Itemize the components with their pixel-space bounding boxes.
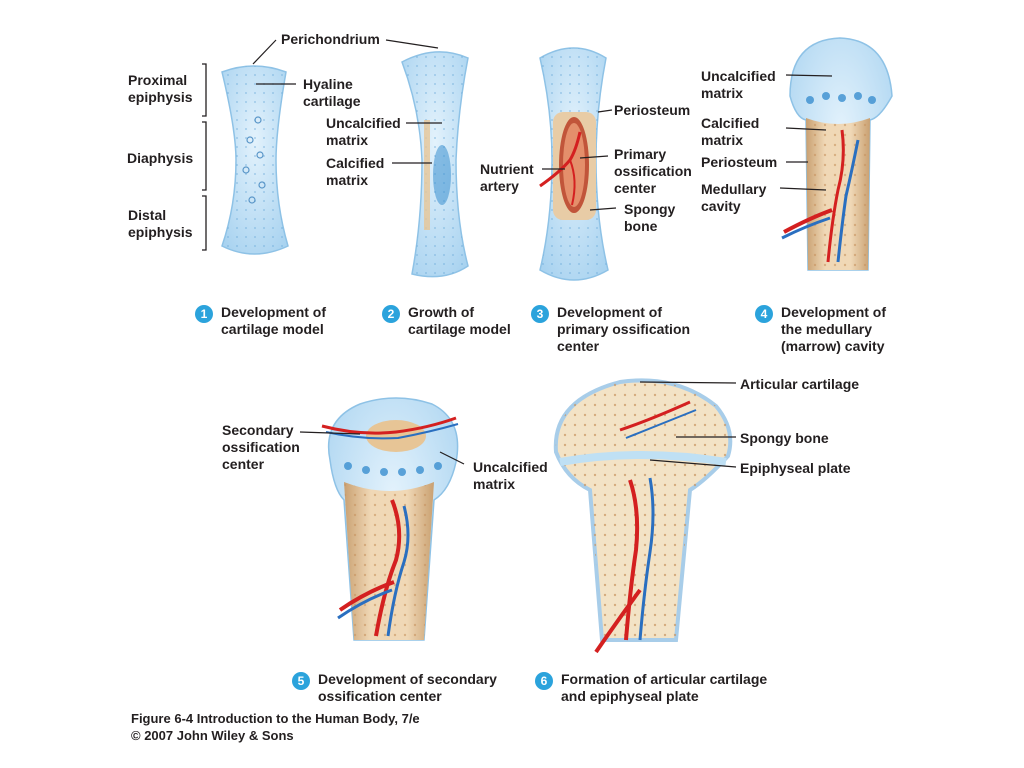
figure-credit: Figure 6-4 Introduction to the Human Bod… xyxy=(131,710,420,744)
label-spongy-bone-stage6: Spongy bone xyxy=(740,430,829,446)
label-perichondrium: Perichondrium xyxy=(281,31,380,47)
step-6-badge: 6 xyxy=(535,672,553,690)
label-uncalcified-matrix-stage4: Uncalcified matrix xyxy=(701,68,776,101)
step-5: 5 Development of secondary ossification … xyxy=(292,671,497,705)
leader-lines xyxy=(252,39,833,468)
step-3-badge: 3 xyxy=(531,305,549,323)
stage-4-medullary-cavity xyxy=(781,37,893,271)
region-brackets xyxy=(202,63,207,251)
step-2-caption: Growth of cartilage model xyxy=(408,304,511,337)
step-4: 4 Development of the medullary (marrow) … xyxy=(755,304,886,355)
step-6: 6 Formation of articular cartilage and e… xyxy=(535,671,767,705)
step-2: 2 Growth of cartilage model xyxy=(382,304,511,338)
stage-6-articular-cartilage xyxy=(553,378,733,654)
step-4-caption: Development of the medullary (marrow) ca… xyxy=(781,304,887,354)
stage-5-secondary-ossification xyxy=(321,397,459,641)
label-secondary-ossification-center: Secondary ossification center xyxy=(222,422,300,472)
label-distal-epiphysis: Distal epiphysis xyxy=(128,207,193,240)
figure-credit-line1: Figure 6-4 Introduction to the Human Bod… xyxy=(131,711,420,726)
label-epiphyseal-plate: Epiphyseal plate xyxy=(740,460,851,476)
label-hyaline-cartilage: Hyaline cartilage xyxy=(303,76,361,109)
step-3-caption: Development of primary ossification cent… xyxy=(557,304,691,354)
step-3: 3 Development of primary ossification ce… xyxy=(531,304,690,355)
step-5-badge: 5 xyxy=(292,672,310,690)
label-proximal-epiphysis: Proximal epiphysis xyxy=(128,72,193,105)
step-1-caption: Development of cartilage model xyxy=(221,304,327,337)
stage-2-growth xyxy=(401,51,469,278)
step-5-caption: Development of secondary ossification ce… xyxy=(318,671,497,704)
label-articular-cartilage: Articular cartilage xyxy=(740,376,860,392)
step-1-badge: 1 xyxy=(195,305,213,323)
label-calcified-matrix-stage4: Calcified matrix xyxy=(701,115,760,148)
stage-1-cartilage-model xyxy=(221,65,289,255)
step-1: 1 Development of cartilage model xyxy=(195,304,326,338)
label-medullary-cavity: Medullary cavity xyxy=(701,181,767,214)
label-calcified-matrix-stage2: Calcified matrix xyxy=(326,155,385,188)
step-2-badge: 2 xyxy=(382,305,400,323)
label-periosteum-stage4: Periosteum xyxy=(701,154,778,170)
label-spongy-bone-stage3: Spongy bone xyxy=(624,201,676,234)
step-6-caption: Formation of articular cartilage and epi… xyxy=(561,671,768,704)
label-uncalcified-matrix-stage2: Uncalcified matrix xyxy=(326,115,401,148)
label-primary-ossification-center: Primary ossification center xyxy=(614,146,692,196)
label-diaphysis: Diaphysis xyxy=(127,150,194,166)
label-nutrient-artery: Nutrient artery xyxy=(480,161,534,194)
stage-3-primary-ossification xyxy=(539,47,609,281)
figure-credit-line2: © 2007 John Wiley & Sons xyxy=(131,728,294,743)
label-uncalcified-matrix-stage5: Uncalcified matrix xyxy=(473,459,548,492)
step-4-badge: 4 xyxy=(755,305,773,323)
label-periosteum-stage3: Periosteum xyxy=(614,102,691,118)
